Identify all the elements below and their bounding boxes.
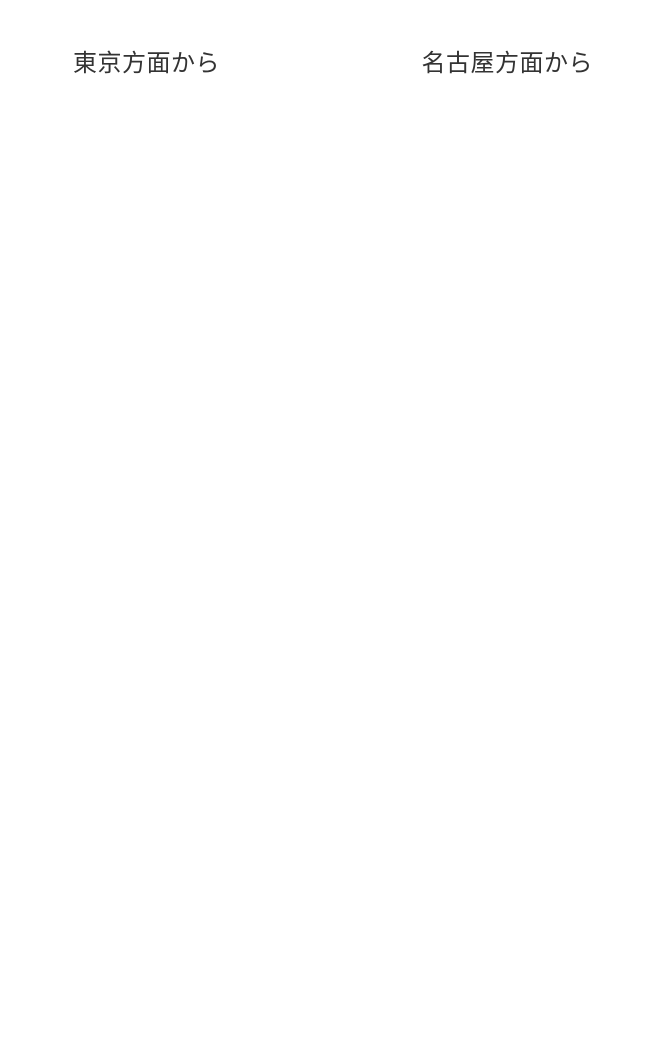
route-content-area bbox=[0, 110, 654, 1048]
tab-from-tokyo[interactable]: 東京方面から bbox=[73, 42, 220, 78]
tab-from-nagoya[interactable]: 名古屋方面から bbox=[422, 42, 594, 78]
tab-from-tokyo-label: 東京方面から bbox=[73, 48, 220, 77]
tab-from-nagoya-label: 名古屋方面から bbox=[421, 48, 593, 77]
route-tabs: 東京方面から 名古屋方面から bbox=[0, 0, 654, 110]
